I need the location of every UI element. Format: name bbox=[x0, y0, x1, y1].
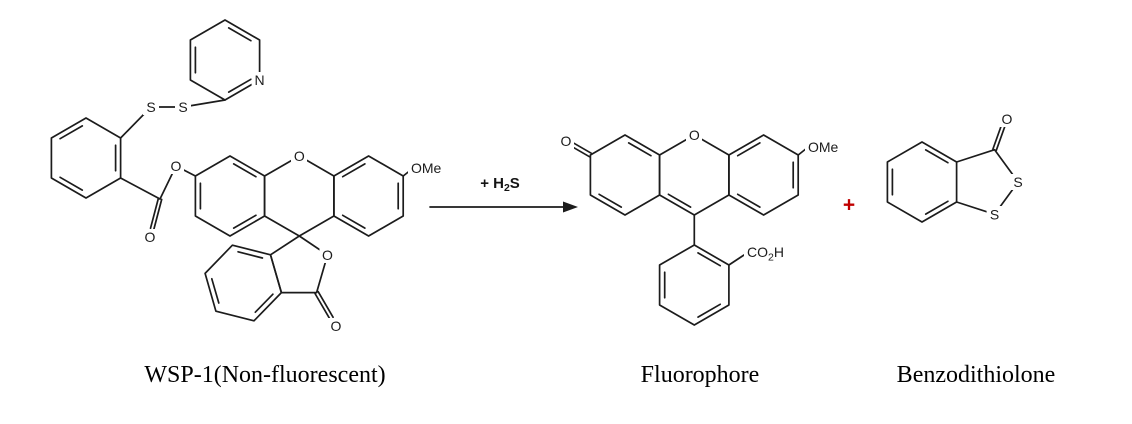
benzene-ring bbox=[886, 141, 958, 223]
double-bond bbox=[59, 176, 84, 191]
sulfur-label: S bbox=[178, 99, 187, 115]
atom-label-backdrop bbox=[408, 160, 446, 176]
pyridine-hexagon bbox=[189, 19, 261, 101]
phenyl-ring bbox=[658, 244, 730, 326]
wsp1-structure: N S S O O O OMe O O bbox=[50, 19, 446, 334]
carbonyl-double-bond bbox=[153, 198, 163, 230]
double-bond bbox=[598, 193, 623, 208]
spirolactone bbox=[204, 235, 334, 322]
double-bond bbox=[697, 252, 722, 267]
reaction-arrow: + H2S bbox=[429, 175, 578, 213]
methoxy-label: OMe bbox=[411, 160, 442, 176]
atom-label-backdrop bbox=[805, 139, 843, 155]
atom-label-backdrop bbox=[999, 111, 1015, 127]
carboxylic-acid-label: CO2H bbox=[747, 244, 784, 264]
ester-group bbox=[119, 165, 197, 230]
acid-bond bbox=[728, 254, 745, 266]
double-bond bbox=[237, 250, 264, 259]
double-bond bbox=[736, 193, 761, 208]
benzodithiolone-caption: Benzodithiolone bbox=[896, 362, 1056, 388]
dithiolone-ring bbox=[955, 148, 1019, 216]
atom-label-backdrop bbox=[686, 127, 702, 143]
carbonyl-oxygen-label: O bbox=[145, 229, 156, 245]
atom-label-backdrop bbox=[143, 99, 159, 115]
double-bond bbox=[924, 200, 949, 215]
atom-label-backdrop bbox=[986, 206, 1003, 222]
atom-label-backdrop bbox=[319, 247, 336, 263]
double-bond bbox=[341, 214, 366, 229]
fluorophore-caption: Fluorophore bbox=[640, 362, 760, 388]
benzene-hexagon bbox=[50, 117, 122, 199]
sulfur-label: S bbox=[1013, 174, 1022, 190]
double-bond bbox=[924, 149, 949, 164]
xanthene-oxygen-label: O bbox=[294, 148, 305, 164]
fluorophore-structure: O O OMe CO2H bbox=[558, 127, 843, 326]
xanthene-middle-ring bbox=[263, 155, 335, 237]
ester-oxygen-label: O bbox=[171, 158, 182, 174]
atom-label-backdrop bbox=[744, 244, 798, 261]
sulfur-label: S bbox=[990, 206, 999, 222]
double-bond bbox=[227, 78, 252, 93]
disulfide-bonds bbox=[119, 99, 226, 139]
benzodithiolone-structure: O S S bbox=[886, 111, 1026, 223]
atom-label-backdrop bbox=[142, 229, 158, 245]
lactone-carbonyl-oxygen-label: O bbox=[331, 318, 342, 334]
methoxy-label: OMe bbox=[808, 139, 839, 155]
pyridine-ring bbox=[189, 19, 261, 101]
double-bond bbox=[59, 125, 84, 140]
double-bond bbox=[232, 163, 257, 178]
atom-label-backdrop bbox=[175, 99, 191, 115]
carbonyl-double-bond bbox=[317, 290, 334, 319]
carbonyl-double-bond bbox=[995, 126, 1006, 152]
xanthene-left-ring bbox=[589, 134, 661, 216]
double-bond bbox=[254, 293, 274, 314]
double-bond bbox=[667, 193, 692, 208]
lactone-benzo-ring bbox=[204, 244, 283, 322]
double-bond bbox=[227, 27, 252, 42]
atom-label-backdrop bbox=[251, 72, 268, 88]
atom-label-backdrop bbox=[1010, 174, 1026, 190]
atom-label-backdrop bbox=[328, 318, 344, 334]
benzoate-ring bbox=[50, 117, 122, 199]
arrowhead bbox=[563, 201, 578, 213]
double-bond bbox=[232, 214, 257, 229]
sulfur-label: S bbox=[146, 99, 155, 115]
xanthene-middle-ring bbox=[658, 134, 730, 216]
atom-label-backdrop bbox=[558, 133, 574, 149]
wsp1-caption: WSP-1(Non-fluorescent) bbox=[144, 362, 386, 388]
nitrogen-label: N bbox=[255, 72, 265, 88]
lactone-oxygen-label: O bbox=[322, 247, 333, 263]
double-bond bbox=[697, 303, 722, 318]
atom-label-backdrop bbox=[291, 148, 307, 164]
plus-sign: + bbox=[843, 194, 855, 217]
carbonyl-double-bond bbox=[149, 197, 160, 230]
carbonyl-oxygen-label: O bbox=[1002, 111, 1013, 127]
atom-label-backdrop bbox=[168, 158, 184, 174]
double-bond bbox=[210, 277, 220, 304]
hydrogen-sulfide-label: + H2S bbox=[480, 175, 520, 194]
double-bond bbox=[736, 142, 761, 157]
xanthene-oxygen-label: O bbox=[689, 127, 700, 143]
xanthene-right-ring bbox=[333, 155, 405, 237]
xanthene-rings bbox=[194, 155, 413, 237]
ketone-oxygen-label: O bbox=[561, 133, 572, 149]
xanthene-right-ring bbox=[728, 134, 800, 216]
xanthene-left-ring bbox=[194, 155, 266, 237]
double-bond bbox=[341, 163, 366, 178]
carbonyl-double-bond bbox=[992, 125, 1003, 150]
double-bond bbox=[627, 142, 652, 157]
ketone-double-bond bbox=[570, 140, 593, 155]
carbonyl-double-bond bbox=[314, 292, 331, 320]
bond bbox=[119, 177, 161, 200]
